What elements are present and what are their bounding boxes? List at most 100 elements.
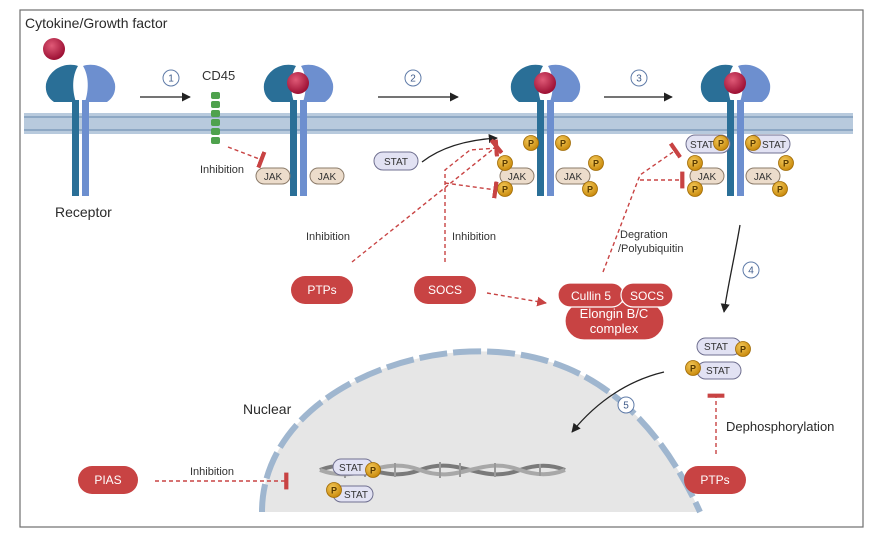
phospho-icon: P <box>685 360 701 376</box>
phospho-groups: P P P P P P P P P P P P P P P P <box>326 135 794 498</box>
stat-free: STAT <box>373 151 419 171</box>
figure-title: Cytokine/Growth factor <box>25 15 168 31</box>
step-marker-1: 1 <box>162 69 180 87</box>
svg-text:P: P <box>718 139 724 149</box>
inhibition-label-cd45: Inhibition <box>200 164 244 176</box>
svg-text:P: P <box>560 139 566 149</box>
svg-text:P: P <box>690 364 696 374</box>
svg-text:P: P <box>777 185 783 195</box>
svg-text:P: P <box>692 185 698 195</box>
receptor-unbound <box>45 64 116 196</box>
phospho-icon: P <box>772 181 788 197</box>
inhibition-label-socs: Inhibition <box>452 231 496 243</box>
svg-text:P: P <box>502 159 508 169</box>
socs-protein: SOCS <box>414 276 476 304</box>
step-marker-3: 3 <box>630 69 648 87</box>
svg-text:complex: complex <box>590 321 639 336</box>
phospho-icon: P <box>778 155 794 171</box>
stat-label: STAT <box>690 140 714 151</box>
stat-label: STAT <box>762 140 786 151</box>
dephosphorylation-label: Dephosphorylation <box>726 419 834 434</box>
svg-text:P: P <box>593 159 599 169</box>
svg-text:PTPs: PTPs <box>700 473 729 487</box>
phospho-icon: P <box>326 482 342 498</box>
svg-text:PTPs: PTPs <box>307 283 336 297</box>
jak-label: JAK <box>754 172 773 183</box>
phospho-icon: P <box>687 181 703 197</box>
jak-label: JAK <box>698 172 717 183</box>
nuclear-label: Nuclear <box>243 401 292 417</box>
jak-group-1: JAK JAK <box>255 167 345 185</box>
receptor-bound-2 <box>510 64 581 196</box>
svg-text:PIAS: PIAS <box>94 473 121 487</box>
svg-text:P: P <box>370 466 376 476</box>
degradation-label-1: Degration <box>620 229 668 241</box>
svg-text:SOCS: SOCS <box>630 289 664 303</box>
phospho-icon: P <box>735 341 751 357</box>
ligand-icon <box>287 72 309 94</box>
phospho-icon: P <box>555 135 571 151</box>
stat-dimer: STAT STAT <box>696 337 742 380</box>
pias-protein: PIAS <box>78 466 138 494</box>
svg-text:P: P <box>750 139 756 149</box>
stat-label: STAT <box>384 157 408 168</box>
svg-text:3: 3 <box>636 74 642 85</box>
cell-membrane <box>24 113 853 134</box>
phospho-icon: P <box>523 135 539 151</box>
receptor-bound-3 <box>700 64 771 196</box>
svg-text:5: 5 <box>623 401 629 412</box>
ptps-upper: PTPs <box>291 276 353 304</box>
svg-text:2: 2 <box>410 74 416 85</box>
jak-group-3: JAK JAK <box>689 167 781 185</box>
stat-dimer-dna: STAT STAT <box>332 458 374 503</box>
cd45-label: CD45 <box>202 68 235 83</box>
jak-label: JAK <box>564 172 583 183</box>
phospho-icon: P <box>582 181 598 197</box>
svg-text:P: P <box>692 159 698 169</box>
ligand-icon <box>724 72 746 94</box>
receptor-bound-1 <box>263 64 334 196</box>
jak-group-2: JAK JAK <box>499 167 591 185</box>
ligand-icon <box>534 72 556 94</box>
phospho-icon: P <box>588 155 604 171</box>
stat-label: STAT <box>706 366 730 377</box>
cd45-protein <box>211 92 220 144</box>
receptor-label: Receptor <box>55 204 112 220</box>
jak-label: JAK <box>318 172 337 183</box>
stat-label: STAT <box>339 463 363 474</box>
figure-frame <box>19 9 864 528</box>
svg-text:Cullin 5: Cullin 5 <box>571 289 611 303</box>
phospho-icon: P <box>497 181 513 197</box>
svg-text:P: P <box>331 486 337 496</box>
inhibition-label-pias: Inhibition <box>190 466 234 478</box>
stat-label: STAT <box>344 490 368 501</box>
degradation-label-2: /Polyubiquitin <box>618 243 683 255</box>
ptps-lower: PTPs <box>684 466 746 494</box>
svg-text:1: 1 <box>168 74 174 85</box>
phospho-icon: P <box>745 135 761 151</box>
step-marker-5: 5 <box>617 396 635 414</box>
inhibition-lines <box>155 138 725 490</box>
phospho-icon: P <box>713 135 729 151</box>
step-arrows <box>140 92 741 433</box>
svg-text:Elongin B/C: Elongin B/C <box>580 306 649 321</box>
svg-text:P: P <box>587 185 593 195</box>
svg-text:4: 4 <box>748 266 754 277</box>
inhibition-label-ptps: Inhibition <box>306 231 350 243</box>
phospho-icon: P <box>497 155 513 171</box>
step-marker-2: 2 <box>404 69 422 87</box>
svg-text:P: P <box>502 185 508 195</box>
jak-label: JAK <box>508 172 527 183</box>
svg-text:P: P <box>528 139 534 149</box>
svg-text:P: P <box>740 345 746 355</box>
jak-label: JAK <box>264 172 283 183</box>
stat-label: STAT <box>704 342 728 353</box>
svg-text:SOCS: SOCS <box>428 283 462 297</box>
phospho-icon: P <box>365 462 381 478</box>
svg-text:P: P <box>783 159 789 169</box>
ubiquitin-complex: Elongin B/C complex Cullin 5 SOCS <box>557 282 674 341</box>
phospho-icon: P <box>687 155 703 171</box>
free-ligand-icon <box>43 38 65 60</box>
step-marker-4: 4 <box>742 261 760 279</box>
